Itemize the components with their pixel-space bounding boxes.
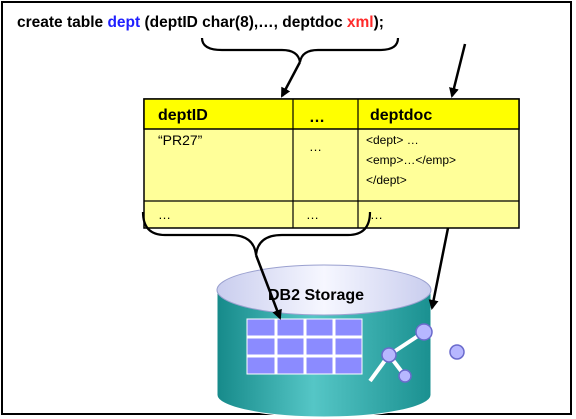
header-ellipsis: … [309,109,325,126]
row2-cell-2: … [306,207,319,222]
statement-columns: (deptID char(8),…, deptdoc [140,14,347,31]
cell-deptdoc-line-1: <dept> … [366,133,419,147]
xml-type-keyword: xml [346,14,374,31]
statement-prefix: create table [17,14,108,31]
table-name: dept [107,14,141,31]
row2-cell-1: … [158,207,171,222]
create-table-statement: create table dept (deptID char(8),…, dep… [17,14,384,32]
dept-table: deptID … deptdoc “PR27” … <dept> … <emp>… [143,98,520,229]
xml-tree-icon [368,323,477,383]
row2-cell-3: … [370,207,383,222]
table-brace [141,211,372,256]
arrow-columns-to-table [280,61,302,98]
arrow-deptdoc-to-tree [428,227,450,310]
cell-deptdoc-line-3: </dept> [366,173,407,187]
cell-dots: … [309,139,322,154]
cylinder-top [216,264,432,316]
cell-deptdoc-line-2: <emp>…</emp> [366,153,456,167]
statement-brace [200,37,400,63]
header-deptid: deptID [158,107,208,124]
header-deptdoc: deptdoc [370,107,432,124]
cell-deptid-value: “PR27” [158,132,203,148]
table-header-row [143,98,520,130]
statement-suffix: ); [373,14,384,31]
arrow-xml-to-deptdoc [449,43,467,98]
arrow-columns-to-grid [254,254,282,320]
relational-grid-icon [246,318,363,375]
storage-label: DB2 Storage [268,287,364,304]
